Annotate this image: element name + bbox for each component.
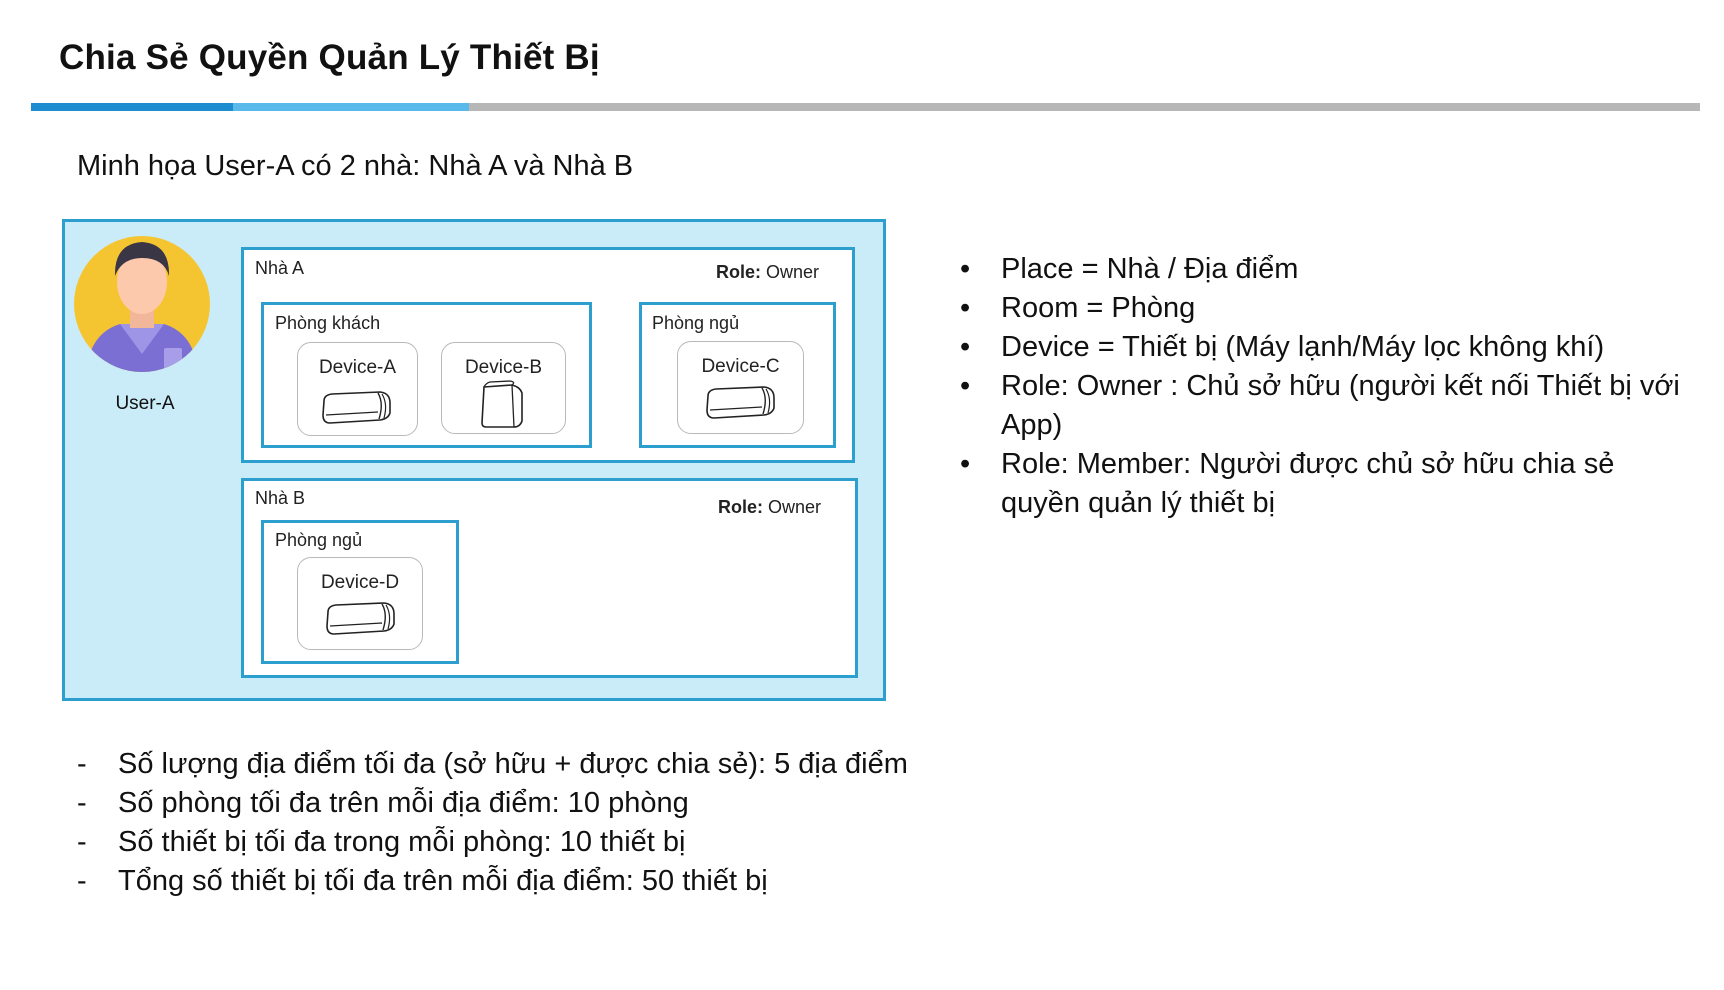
limit-item: -Số phòng tối đa trên mỗi địa điểm: 10 p…	[77, 784, 977, 823]
role-key: Role	[716, 262, 756, 282]
underline-segment-light	[233, 103, 469, 111]
dash-mark: -	[77, 748, 87, 780]
room-label: Phòng khách	[275, 313, 381, 333]
house-b-label: Nhà B	[255, 488, 306, 508]
room-label: Phòng ngủ	[652, 313, 740, 333]
house-a-role: Role: Owner	[716, 262, 820, 282]
air-conditioner-icon	[706, 386, 775, 419]
limit-item: -Số lượng địa điểm tối đa (sở hữu + được…	[77, 745, 977, 784]
device-card-b[interactable]: Device-B	[441, 342, 566, 434]
limit-item: -Số thiết bị tối đa trong mỗi phòng: 10 …	[77, 823, 977, 862]
legend-text: Role: Owner : Chủ sở hữu (người kết nối …	[1001, 370, 1680, 441]
device-card-d[interactable]: Device-D	[297, 557, 423, 650]
bullet-mark: •	[960, 331, 971, 363]
legend-text: Device = Thiết bị (Máy lạnh/Máy lọc khôn…	[1001, 331, 1605, 363]
limits-list: -Số lượng địa điểm tối đa (sở hữu + được…	[77, 745, 977, 901]
page-title: Chia Sẻ Quyền Quản Lý Thiết Bị	[59, 38, 600, 77]
legend-text: Room = Phòng	[1001, 292, 1196, 324]
dash-mark: -	[77, 787, 87, 819]
house-a-label: Nhà A	[255, 258, 305, 278]
bullet-mark: •	[960, 370, 971, 402]
room-label: Phòng ngủ	[275, 530, 363, 550]
device-card-a[interactable]: Device-A	[297, 342, 418, 436]
air-conditioner-icon	[322, 391, 391, 424]
user-label: User-A	[115, 393, 175, 414]
role-key: Role	[718, 497, 758, 517]
limit-text: Số lượng địa điểm tối đa (sở hữu + được …	[118, 748, 908, 780]
legend-item: • Room = Phòng	[960, 289, 1680, 328]
air-conditioner-icon	[326, 602, 395, 635]
legend-item: • Role: Member: Người được chủ sở hữu chi…	[960, 445, 1680, 523]
legend-item: • Role: Owner : Chủ sở hữu (người kết nối…	[960, 367, 1680, 445]
underline-segment-dark	[31, 103, 233, 111]
role-value: Owner	[766, 262, 820, 282]
bullet-mark: •	[960, 448, 971, 480]
device-name: Device-D	[320, 572, 400, 593]
dash-mark: -	[77, 865, 87, 897]
legend-text: Role: Member: Người được chủ sở hữu chia…	[1001, 448, 1615, 519]
diagram-caption: Minh họa User-A có 2 nhà: Nhà A và Nhà B	[77, 150, 634, 182]
dash-mark: -	[77, 826, 87, 858]
house-b-role: Role: Owner	[718, 497, 822, 517]
device-name: Device-B	[464, 357, 543, 378]
device-name: Device-C	[701, 356, 780, 377]
device-name: Device-A	[318, 357, 397, 378]
limit-item: -Tổng số thiết bị tối đa trên mỗi địa đi…	[77, 862, 977, 901]
user-avatar-icon	[74, 236, 210, 372]
limit-text: Tổng số thiết bị tối đa trên mỗi địa điể…	[118, 865, 768, 897]
legend-item: • Place = Nhà / Địa điểm	[960, 250, 1680, 289]
bullet-mark: •	[960, 292, 971, 324]
limit-text: Số thiết bị tối đa trong mỗi phòng: 10 t…	[118, 826, 686, 858]
bullet-mark: •	[960, 253, 971, 285]
limit-text: Số phòng tối đa trên mỗi địa điểm: 10 ph…	[118, 787, 689, 819]
device-card-c[interactable]: Device-C	[677, 341, 804, 434]
air-purifier-icon	[481, 380, 523, 428]
role-value: Owner	[768, 497, 822, 517]
title-underline	[31, 103, 1700, 111]
legend-item: • Device = Thiết bị (Máy lạnh/Máy lọc khô…	[960, 328, 1680, 367]
legend-text: Place = Nhà / Địa điểm	[1001, 253, 1299, 285]
legend-list: • Place = Nhà / Địa điểm • Room = Phòng • D…	[960, 250, 1680, 523]
